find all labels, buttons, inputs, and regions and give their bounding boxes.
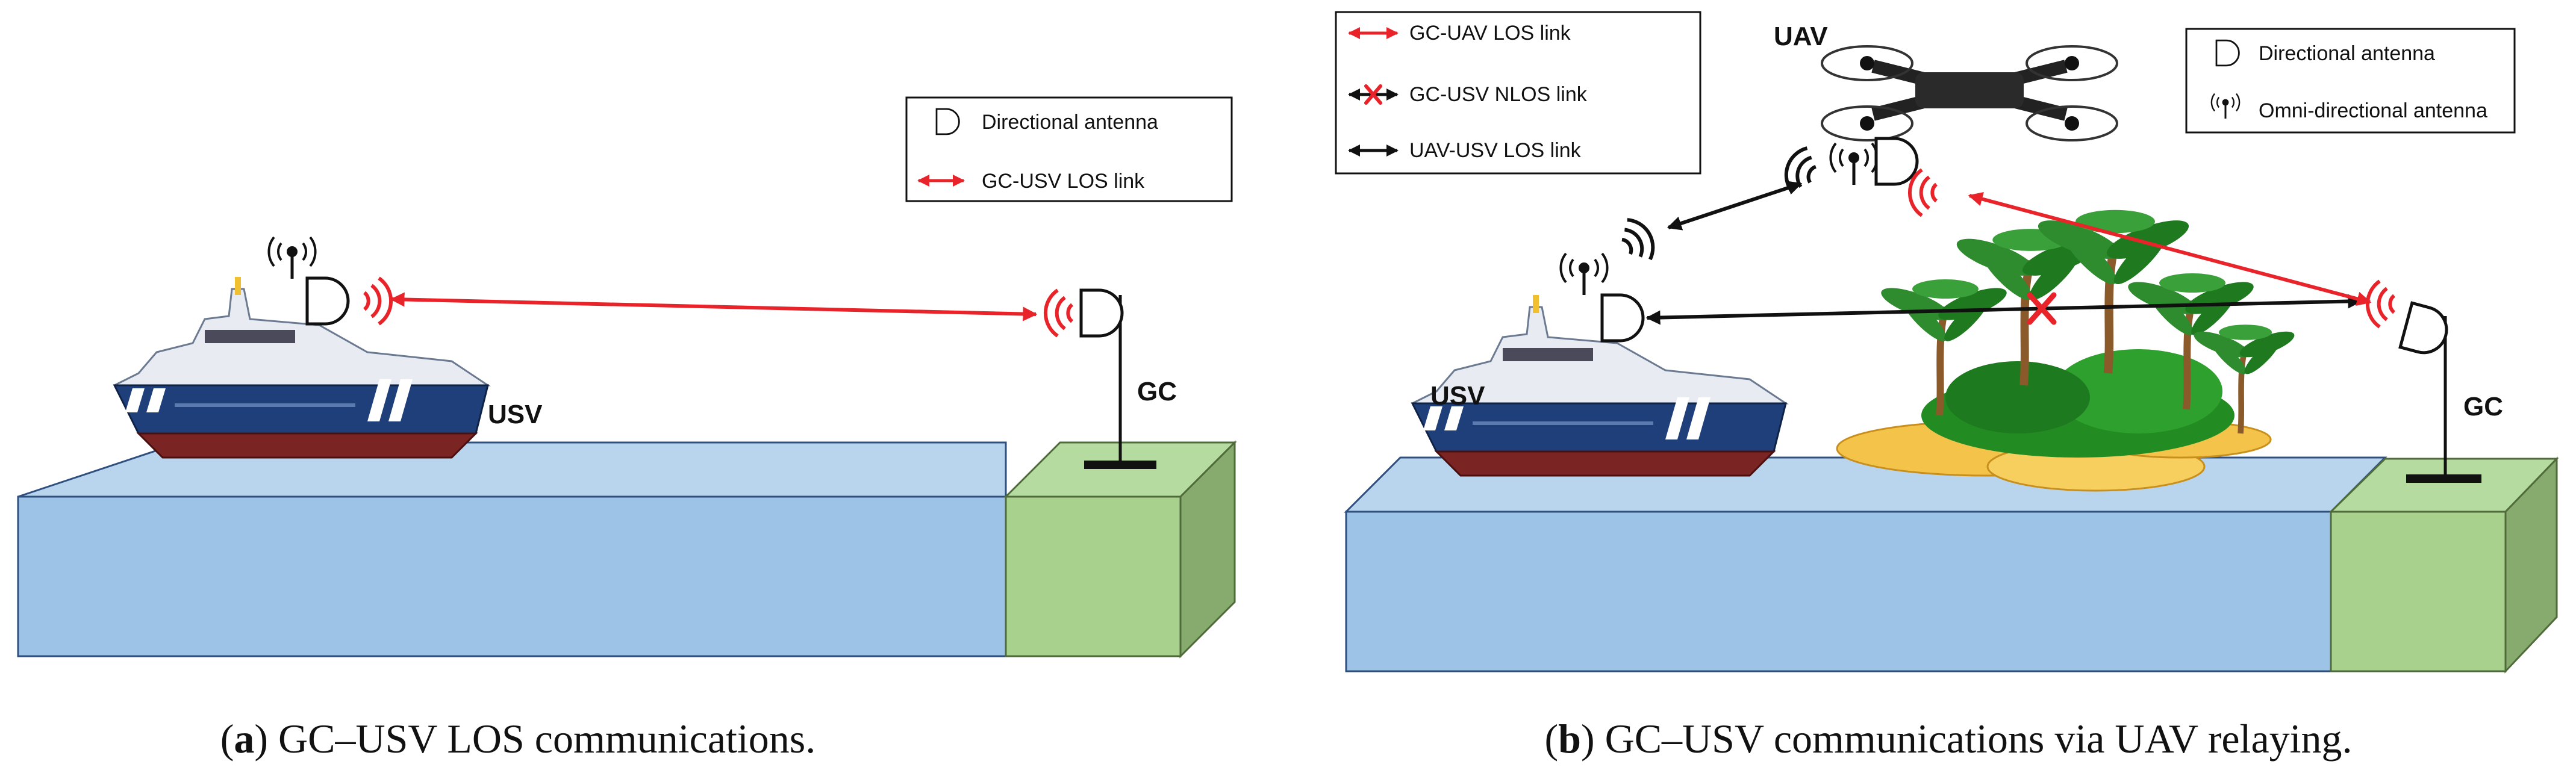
island — [1836, 210, 2297, 492]
water-front-a — [17, 495, 1007, 657]
land-front-a — [1005, 495, 1182, 657]
legend-gc-uav-los: GC-UAV LOS link — [1409, 22, 1571, 45]
legend-uav-usv-los: UAV-USV LOS link — [1409, 139, 1582, 162]
legend-gc-usv-nlos: GC-USV NLOS link — [1409, 83, 1588, 106]
land-side-a — [1179, 440, 1236, 659]
cross-icon — [1364, 84, 1382, 105]
signal-waves-icon — [1910, 170, 1936, 216]
directional-antenna-icon — [935, 108, 960, 135]
legend-antennas-b: Directional antenna Omni-directional ant… — [2185, 28, 2516, 134]
caption-a: (a) GC–USV LOS communications. — [220, 716, 816, 762]
land-side-b — [2504, 456, 2558, 674]
gc-station-b — [2368, 281, 2481, 483]
legend-links-b: GC-UAV LOS link GC-USV NLOS link UAV-USV… — [1335, 11, 1701, 175]
uav-drone — [1821, 45, 2118, 141]
legend-directional-antenna: Directional antenna — [982, 111, 1158, 134]
legend-los-link: GC-USV LOS link — [982, 170, 1145, 193]
panel-a: USV GC Directional antenna GC-USV LOS li… — [17, 96, 1237, 762]
signal-waves-icon — [2368, 281, 2394, 327]
uav-usv-los-link — [1667, 181, 1803, 231]
uav-label: UAV — [1774, 22, 1828, 51]
omni-antenna-icon — [1830, 143, 1877, 185]
legend-a: Directional antenna GC-USV LOS link — [905, 96, 1233, 202]
water-front-b — [1345, 511, 2332, 672]
usv-label: USV — [488, 400, 543, 429]
gc-label: GC — [1137, 377, 1177, 406]
directional-antenna-icon — [2215, 39, 2240, 67]
gc-station-a — [1046, 290, 1156, 469]
gc-usv-nlos-link — [1645, 294, 2363, 325]
signal-waves-icon — [1046, 290, 1072, 336]
directional-antenna-icon — [1876, 138, 1917, 184]
signal-waves-icon — [1615, 214, 1661, 267]
caption-b: (b) GC–USV communications via UAV relayi… — [1544, 716, 2352, 762]
panel-b: USV UAV GC GC-UAV LOS link GC-USV NLOS l… — [1335, 11, 2559, 762]
directional-antenna-icon — [1602, 295, 1643, 341]
omni-antenna-icon — [269, 237, 315, 279]
omni-antenna-icon — [1561, 253, 1607, 295]
legend-directional-antenna: Directional antenna — [2259, 42, 2435, 65]
usv-label: USV — [1430, 381, 1485, 411]
gc-usv-los-link — [390, 292, 1038, 321]
usv-ship-a — [113, 276, 489, 459]
gc-uav-los-link — [1968, 191, 2372, 306]
legend-omni-antenna: Omni-directional antenna — [2259, 99, 2487, 122]
gc-label: GC — [2463, 392, 2503, 421]
land-front-b — [2330, 511, 2507, 672]
directional-antenna-icon — [1081, 290, 1122, 336]
directional-antenna-icon — [307, 278, 348, 324]
signal-waves-icon — [364, 278, 391, 324]
